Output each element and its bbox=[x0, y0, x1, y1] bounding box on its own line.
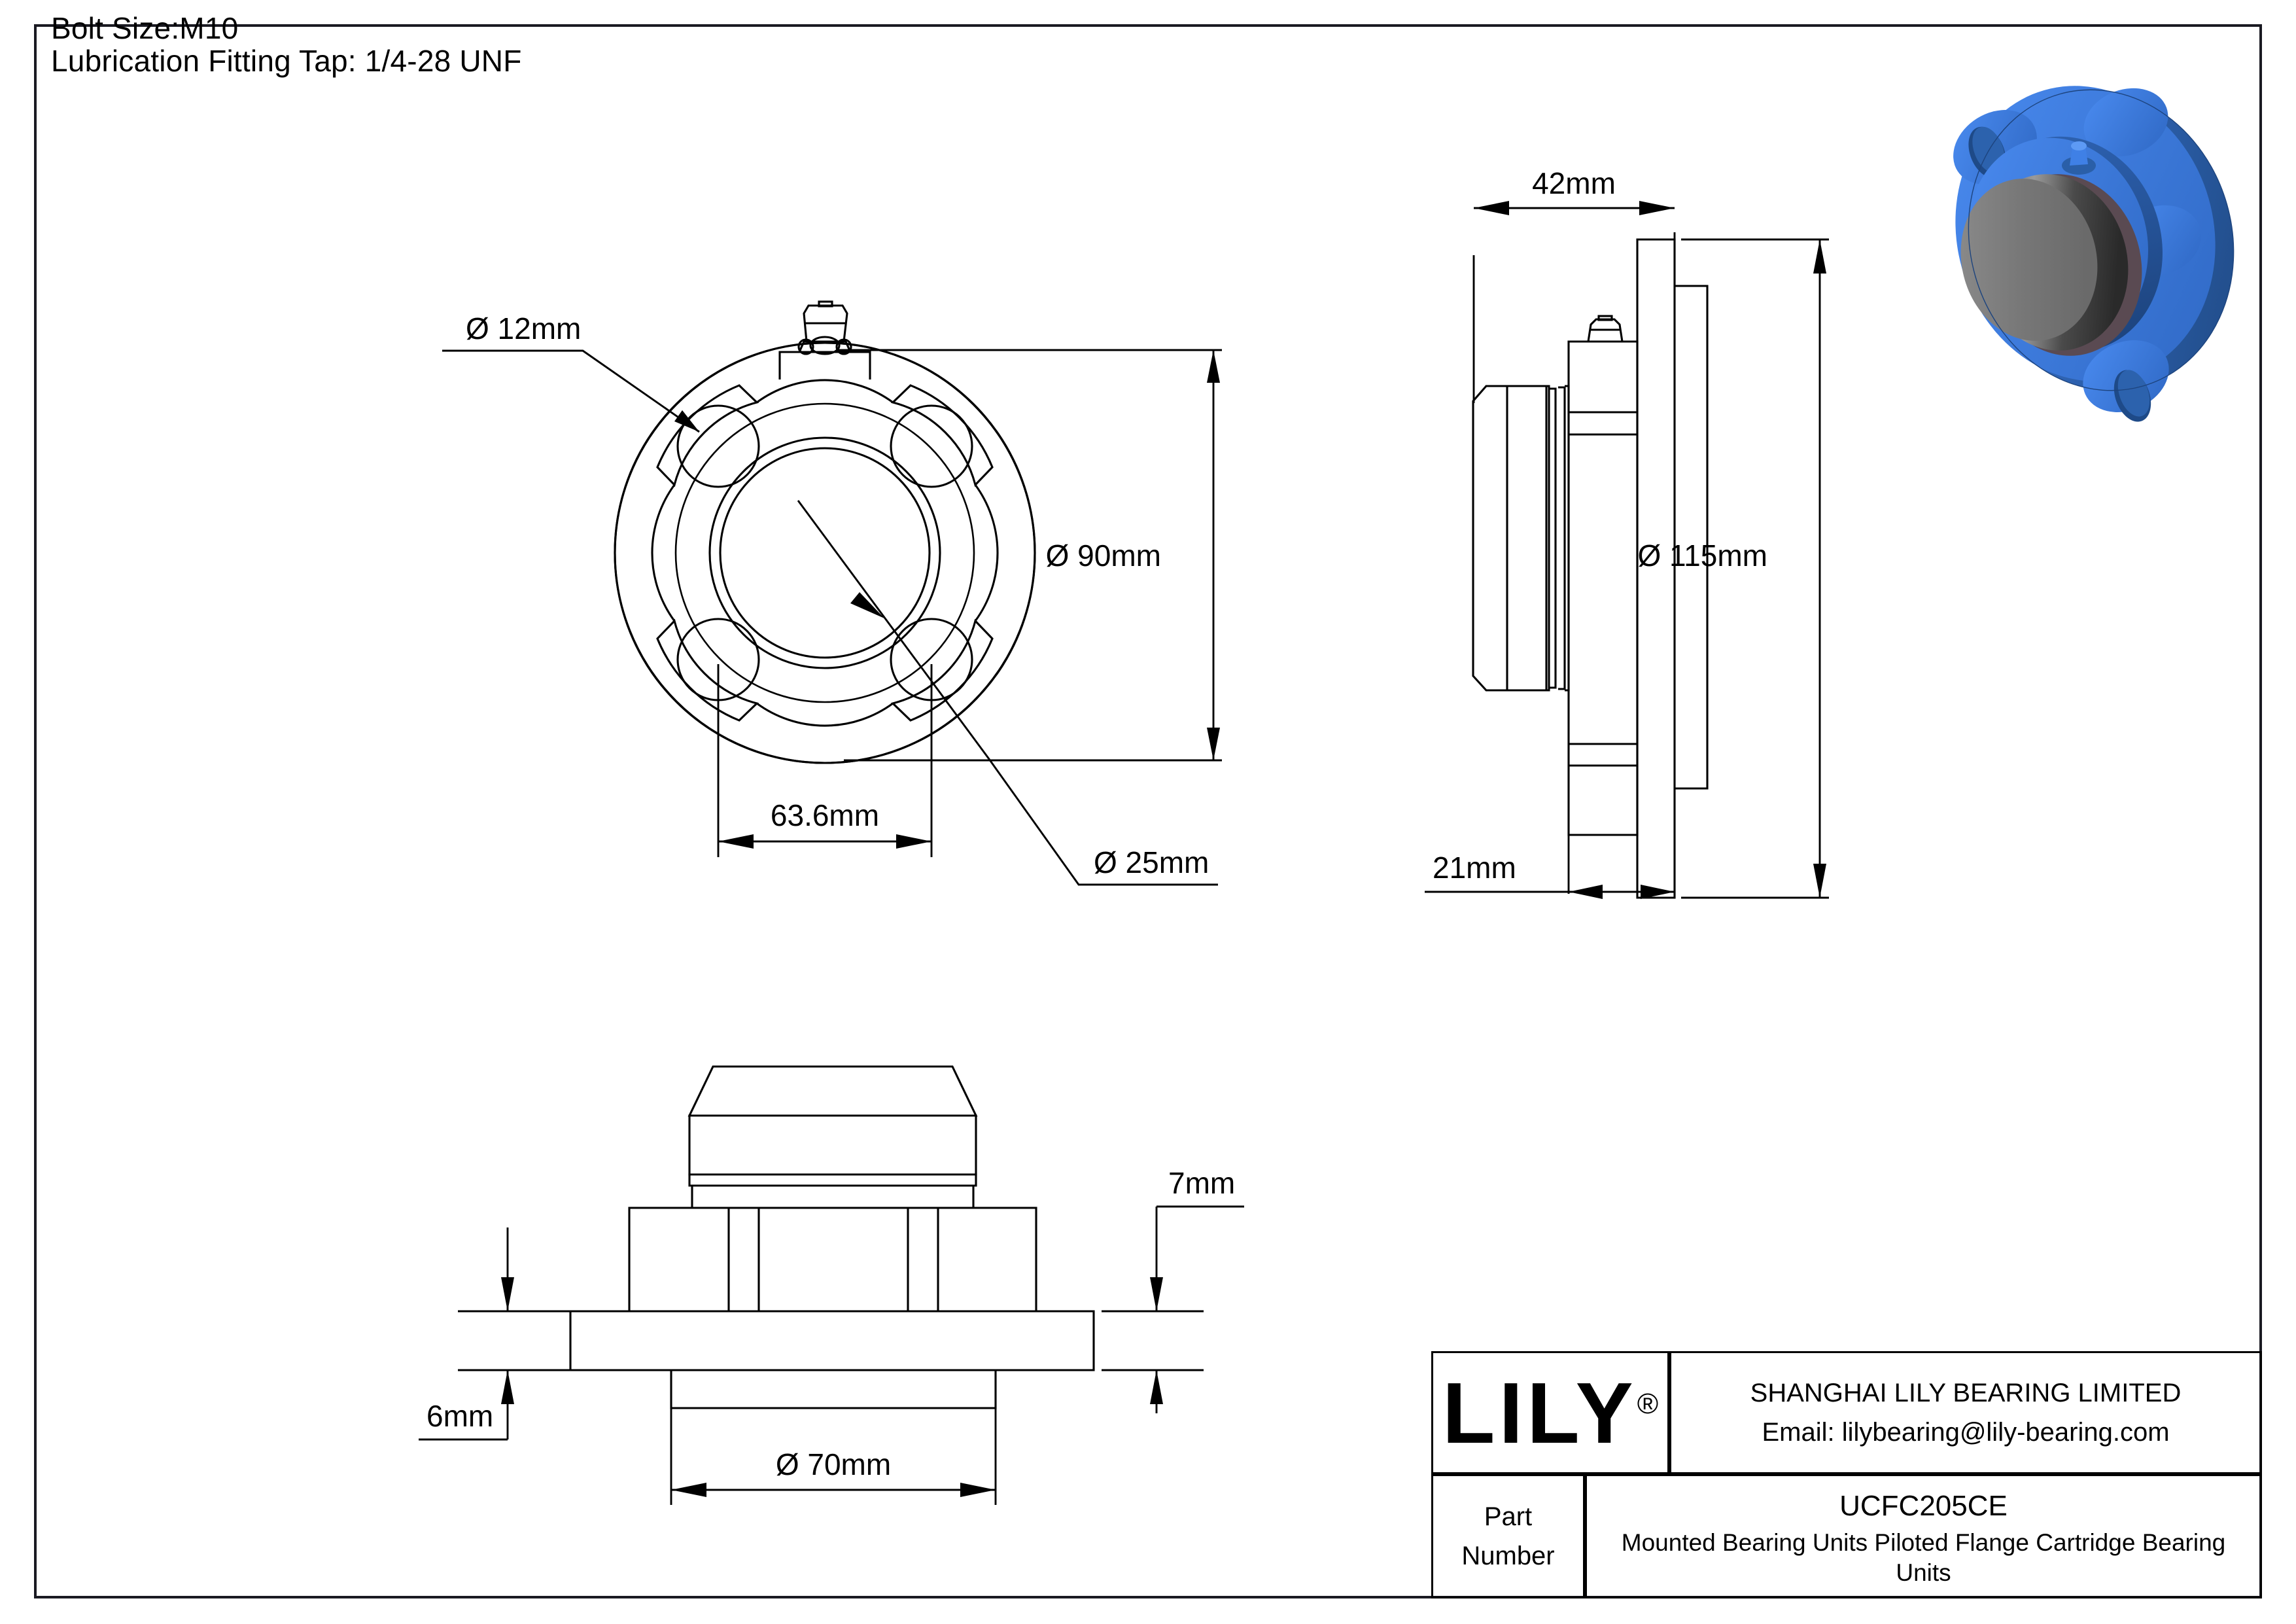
dim-label-pilot-height: 6mm bbox=[426, 1399, 493, 1433]
dim-label-bolt-hole: Ø 12mm bbox=[466, 311, 581, 345]
side-view bbox=[1472, 238, 1709, 899]
registered-trademark-icon: ® bbox=[1637, 1387, 1659, 1420]
dim-label-bore: Ø 25mm bbox=[1094, 845, 1209, 879]
part-number-value: UCFC205CE bbox=[1839, 1489, 2008, 1522]
dim-flange-outer-dia: Ø 90mm bbox=[838, 349, 1222, 762]
dim-bore-dia: Ø 25mm bbox=[797, 500, 1218, 886]
title-block-partinfo-cell bbox=[1585, 1474, 2262, 1598]
dim-label-flange-dia: Ø 115mm bbox=[1637, 538, 1767, 573]
front-view bbox=[614, 300, 1036, 764]
company-email: Email: lilybearing@lily-bearing.com bbox=[1762, 1418, 2170, 1447]
dim-label-flange-thickness: 7mm bbox=[1168, 1166, 1235, 1200]
part-info: UCFC205CE Mounted Bearing Units Piloted … bbox=[1585, 1474, 2262, 1598]
logo-text: LILY bbox=[1442, 1364, 1637, 1461]
iso-grease-fitting bbox=[2062, 141, 2096, 175]
isometric-render bbox=[1917, 62, 2283, 442]
title-block-partlabel-cell bbox=[1431, 1474, 1585, 1598]
title-block-logo-cell bbox=[1431, 1351, 1669, 1474]
note-lubrication-fitting: Lubrication Fitting Tap: 1/4-28 UNF bbox=[51, 44, 522, 78]
dim-flange-thickness: 7mm bbox=[1102, 1166, 1244, 1413]
dim-label-flange-outer: Ø 90mm bbox=[1046, 538, 1161, 573]
part-number-label: Part Number bbox=[1431, 1474, 1585, 1598]
note-bolt-size: Bolt Size:M10 bbox=[51, 11, 239, 45]
dim-label-housing-width: 42mm bbox=[1532, 166, 1616, 200]
dim-bolt-circle: 63.6mm bbox=[717, 664, 933, 857]
dim-label-pilot-dia: Ø 70mm bbox=[776, 1447, 891, 1481]
bottom-view bbox=[569, 1065, 1095, 1409]
dim-pilot-dia: Ø 70mm bbox=[670, 1379, 997, 1505]
title-block-company-cell bbox=[1669, 1351, 2262, 1474]
dim-housing-width: 42mm bbox=[1472, 166, 1676, 403]
part-description: Mounted Bearing Units Piloted Flange Car… bbox=[1621, 1528, 2226, 1586]
part-label-line2: Number bbox=[1461, 1542, 1555, 1570]
dim-label-pilot-depth: 21mm bbox=[1433, 851, 1516, 885]
dim-label-bolt-circle: 63.6mm bbox=[771, 798, 879, 832]
sheet-border bbox=[34, 24, 2262, 1598]
dim-flange-dia: Ø 115mm bbox=[1637, 238, 1829, 899]
dim-pilot-depth: 21mm bbox=[1425, 806, 1676, 899]
dim-pilot-height: 6mm bbox=[419, 1227, 676, 1441]
part-label-line1: Part bbox=[1484, 1502, 1533, 1531]
company-info: SHANGHAI LILY BEARING LIMITED Email: lil… bbox=[1669, 1351, 2262, 1474]
logo-lily: LILY® bbox=[1431, 1351, 1669, 1474]
dim-bolt-hole-dia: Ø 12mm bbox=[442, 311, 700, 433]
company-name: SHANGHAI LILY BEARING LIMITED bbox=[1750, 1379, 2182, 1407]
iso-bearing-insert bbox=[1960, 174, 2142, 356]
